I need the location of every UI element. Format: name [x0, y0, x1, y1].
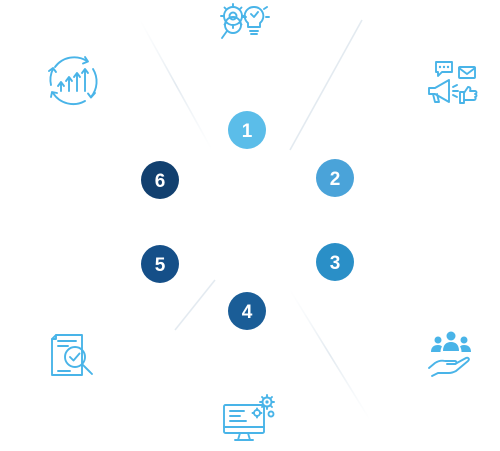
- step-2-circle: [316, 159, 354, 197]
- team-care-hand-icon: [428, 331, 471, 377]
- step-5: 5: [141, 245, 179, 283]
- research-gear-idea-icon: [220, 3, 270, 39]
- wheel-dividers: [0, 19, 500, 421]
- divider-line: [289, 289, 371, 421]
- step-1-number: 1: [242, 121, 253, 142]
- document-review-icon: [51, 334, 93, 376]
- divider-line: [139, 19, 213, 151]
- step-3-circle: [316, 243, 354, 281]
- step-2-number: 2: [330, 169, 341, 190]
- step-5-circle: [141, 245, 179, 283]
- step-3: 3: [316, 243, 354, 281]
- divider-line: [174, 279, 216, 331]
- step-4: 4: [228, 292, 266, 330]
- step-5-number: 5: [155, 255, 166, 276]
- step-3-number: 3: [330, 253, 341, 274]
- growth-cycle-icon: [48, 56, 98, 106]
- computer-settings-icon: [223, 394, 275, 441]
- step-4-number: 4: [242, 302, 253, 323]
- divider-line: [289, 19, 363, 151]
- step-1: 1: [228, 111, 266, 149]
- step-2: 2: [316, 159, 354, 197]
- step-6: 6: [141, 161, 179, 199]
- step-4-circle: [228, 292, 266, 330]
- step-1-circle: [228, 111, 266, 149]
- step-6-circle: [141, 161, 179, 199]
- marketing-communication-icon: [428, 61, 478, 104]
- step-6-number: 6: [155, 171, 166, 192]
